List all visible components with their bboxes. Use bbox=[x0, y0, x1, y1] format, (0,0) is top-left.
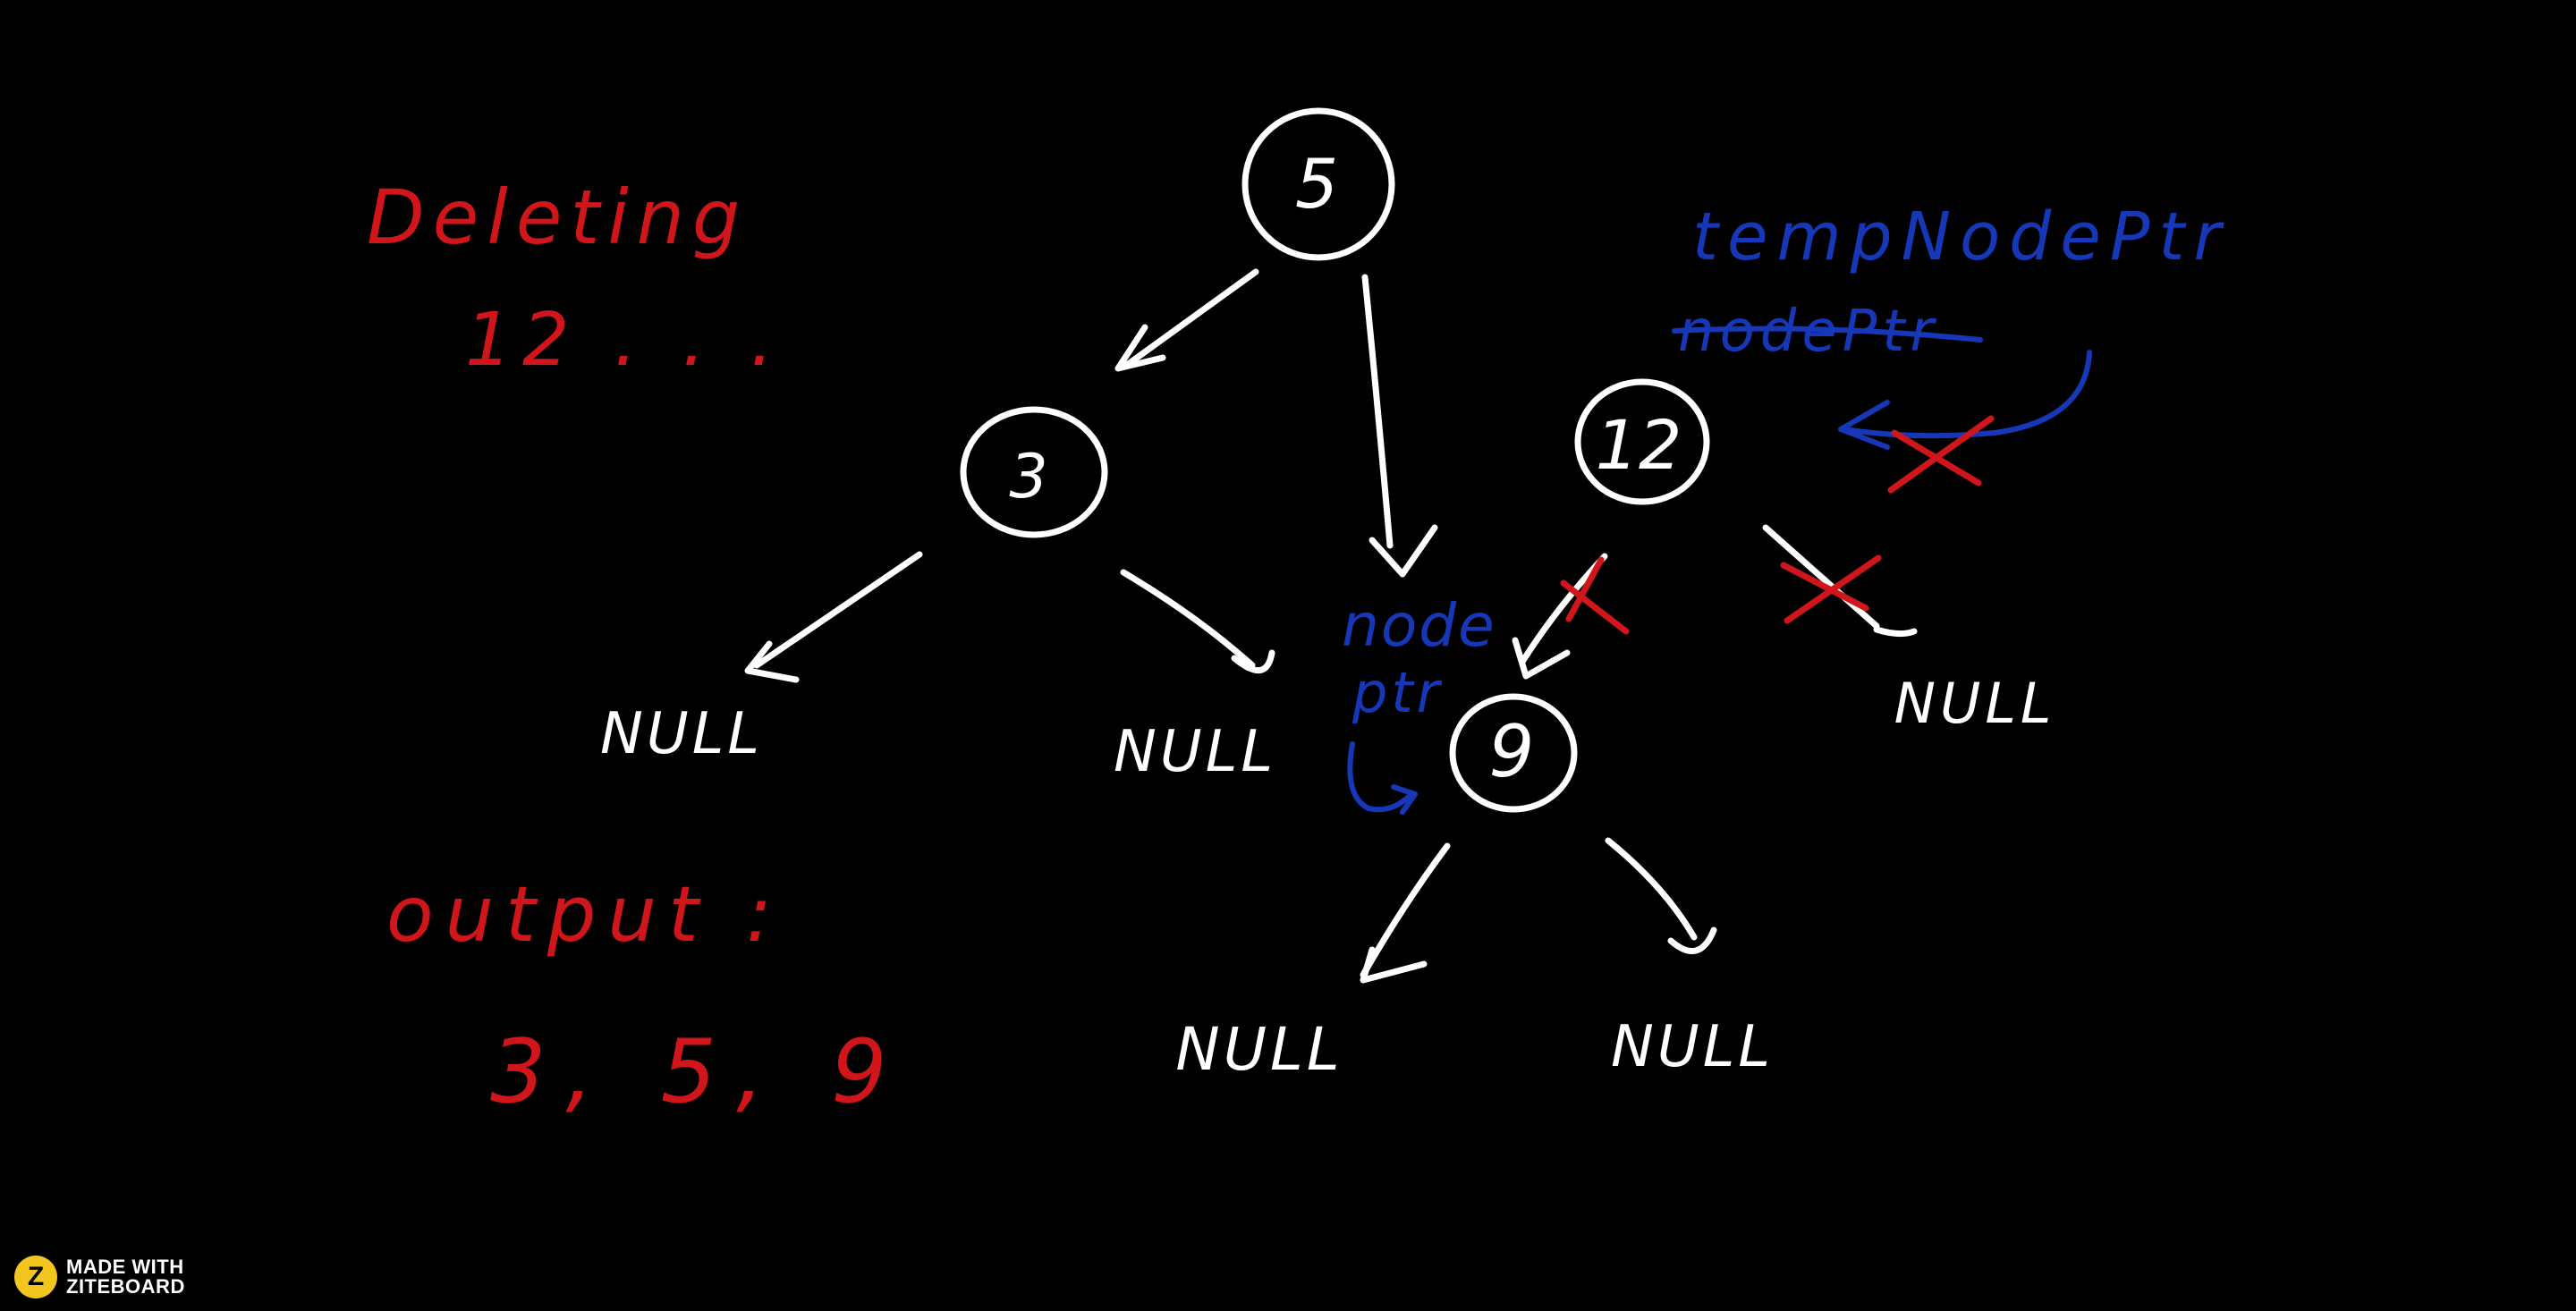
watermark-line-2: ZITEBOARD bbox=[66, 1275, 185, 1298]
watermark-text: MADE WITH ZITEBOARD bbox=[66, 1257, 185, 1297]
node-value: 5 bbox=[1295, 144, 1338, 224]
null-label-nine-right: NULL bbox=[1611, 1014, 1774, 1080]
strike-x-icon bbox=[1560, 556, 1630, 635]
arrowhead-icon bbox=[1368, 524, 1438, 578]
ziteboard-watermark[interactable]: Z MADE WITH ZITEBOARD bbox=[14, 1256, 185, 1298]
arrowhead-icon bbox=[1231, 649, 1275, 674]
null-label-three-right: NULL bbox=[1114, 719, 1276, 785]
edge-root-to-replacement bbox=[1361, 274, 1438, 578]
temp-node-ptr-annotation: tempNodePtr nodePtr bbox=[1672, 199, 2230, 450]
logo-letter: Z bbox=[27, 1262, 45, 1291]
curved-arrow-icon bbox=[1838, 350, 2092, 450]
node-circle bbox=[1241, 107, 1395, 261]
arrowhead-icon bbox=[744, 640, 800, 683]
curved-arrow-icon bbox=[1347, 741, 1418, 815]
strike-x-icon bbox=[1887, 415, 1995, 494]
null-label-nine-left: NULL bbox=[1175, 1015, 1343, 1084]
ziteboard-logo-icon: Z bbox=[14, 1256, 57, 1298]
deleting-value: 12 . . . bbox=[465, 298, 784, 383]
tree-node-root: 5 bbox=[1241, 107, 1395, 261]
node-ptr-label-line1: node bbox=[1342, 591, 1496, 660]
edge-left-to-null bbox=[744, 551, 923, 683]
arrowhead-icon bbox=[1667, 926, 1717, 954]
node-value: 9 bbox=[1489, 710, 1535, 793]
output-value: 3, 5, 9 bbox=[490, 1021, 907, 1123]
edge-root-to-left bbox=[1114, 268, 1259, 372]
node-circle bbox=[1449, 693, 1578, 813]
edge-deleted-to-null bbox=[1762, 524, 1918, 638]
strike-x-icon bbox=[1780, 554, 1882, 624]
node-value: 3 bbox=[1009, 442, 1047, 512]
node-circle bbox=[960, 406, 1108, 538]
edge-left-to-null bbox=[1120, 569, 1275, 674]
null-label-twelve-right: NULL bbox=[1894, 671, 2056, 736]
edge-replacement-to-null bbox=[1360, 842, 1451, 984]
watermark-line-1: MADE WITH bbox=[66, 1256, 184, 1278]
node-value: 12 bbox=[1596, 405, 1682, 485]
temp-node-ptr-label: tempNodePtr bbox=[1692, 199, 2230, 275]
tree-node-deleted: 12 bbox=[1574, 378, 1710, 505]
node-ptr-label-line2: ptr bbox=[1352, 660, 1443, 725]
node-circle bbox=[1574, 378, 1710, 505]
node-ptr-annotation: node ptr bbox=[1342, 591, 1496, 815]
null-label-three-left: NULL bbox=[600, 701, 763, 767]
tree-node-left: 3 bbox=[960, 406, 1108, 538]
output-label: output : bbox=[386, 870, 784, 960]
output-note: output : 3, 5, 9 bbox=[386, 870, 907, 1123]
arrowhead-icon bbox=[1114, 324, 1166, 372]
tree-node-replacement: 9 bbox=[1449, 693, 1578, 813]
deleting-label: Deleting bbox=[367, 173, 748, 261]
strikethrough-line bbox=[1672, 326, 1983, 343]
deleting-note: Deleting 12 . . . bbox=[367, 173, 784, 383]
edge-replacement-to-null bbox=[1605, 837, 1717, 954]
arrowhead-icon bbox=[1512, 637, 1571, 680]
null-labels: NULL NULL NULL NULL NULL bbox=[600, 671, 2056, 1084]
arrowhead-icon bbox=[1360, 946, 1428, 984]
